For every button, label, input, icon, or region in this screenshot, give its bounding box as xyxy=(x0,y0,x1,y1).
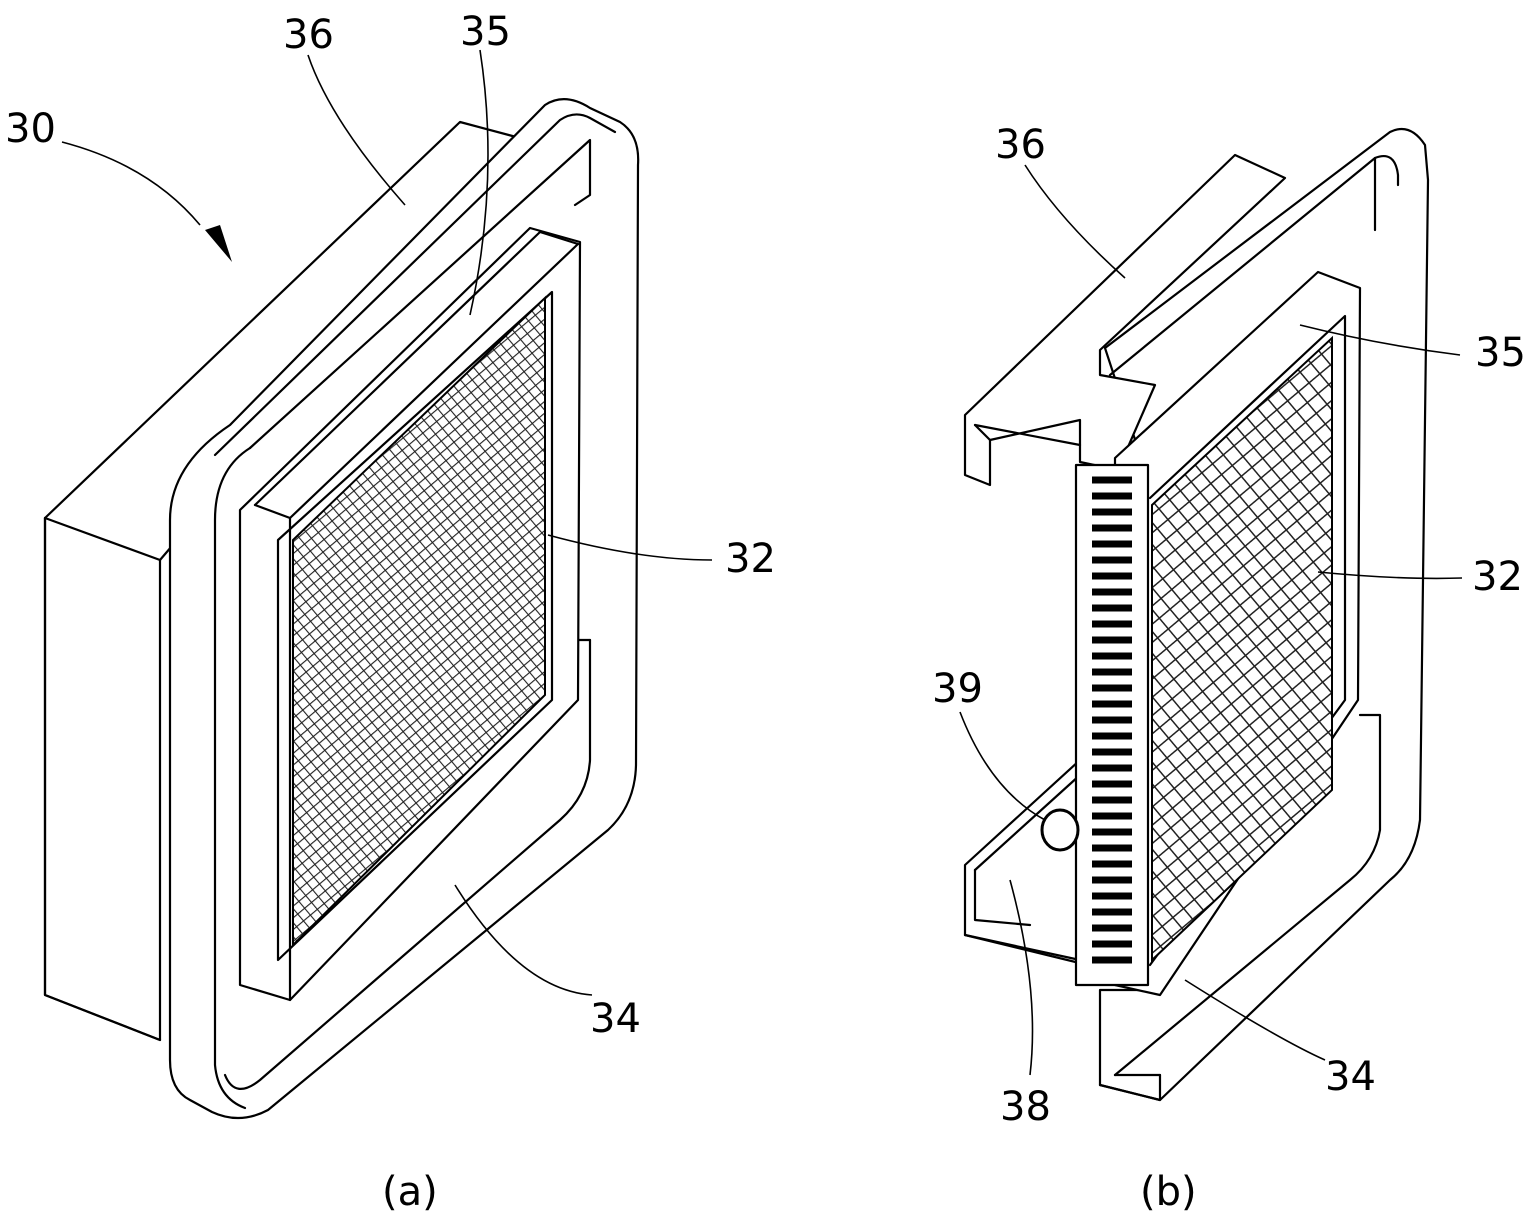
ref-35: 35 xyxy=(460,9,511,55)
caption-a: (a) xyxy=(382,1169,438,1215)
ref-34-b: 34 xyxy=(1325,1054,1376,1100)
caption-b: (b) xyxy=(1140,1169,1197,1215)
ref-36: 36 xyxy=(283,12,334,58)
ref-32: 32 xyxy=(725,536,776,582)
ref-39: 39 xyxy=(932,666,983,712)
arrow-icon xyxy=(205,225,232,262)
pleated-edge xyxy=(1076,465,1148,985)
figure-b: 36 35 32 39 38 34 (b) xyxy=(932,122,1526,1215)
ref-36-b: 36 xyxy=(995,122,1046,168)
ref-34: 34 xyxy=(590,996,641,1042)
ref-30: 30 xyxy=(5,106,56,152)
figure-a: 30 36 35 32 34 (a) xyxy=(5,9,776,1215)
hole-39 xyxy=(1042,810,1078,850)
ref-32-b: 32 xyxy=(1472,554,1523,600)
ref-35-b: 35 xyxy=(1475,330,1526,376)
ref-38: 38 xyxy=(1000,1084,1051,1130)
